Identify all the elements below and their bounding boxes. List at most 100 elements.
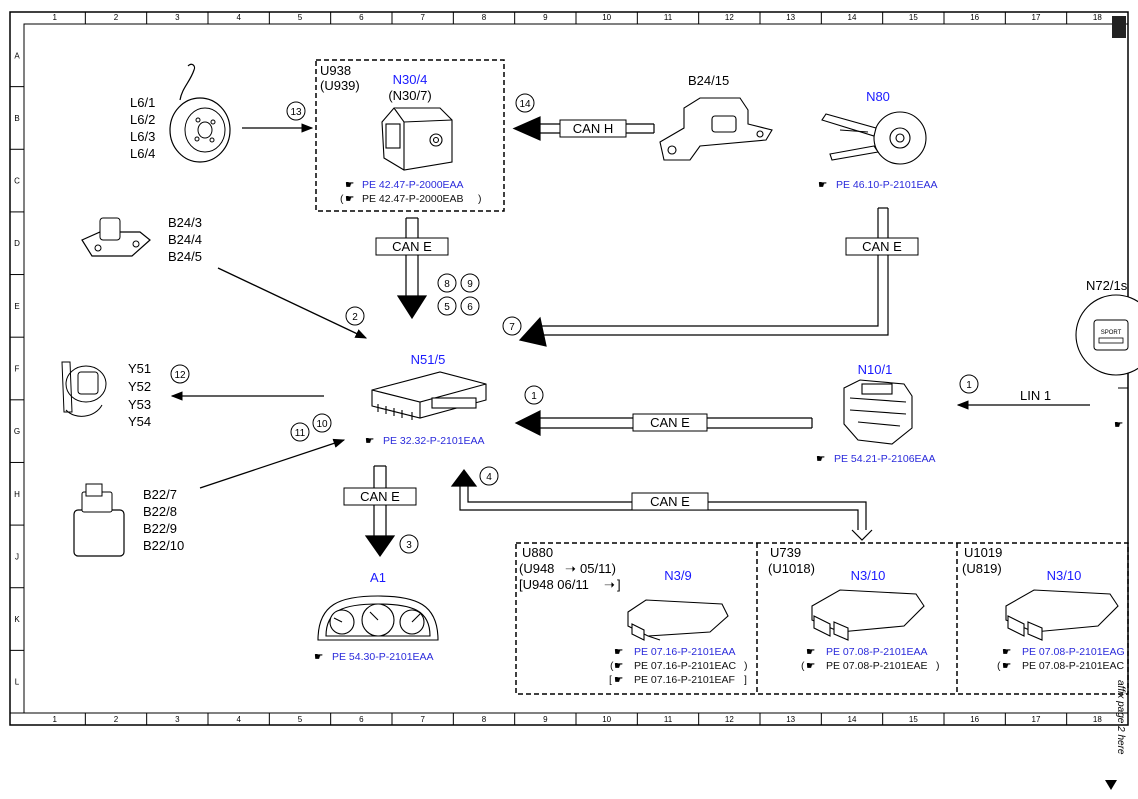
grid-column-label: 3: [175, 13, 180, 22]
manual-ref-icon: ☛: [365, 435, 374, 447]
can-e-label-a1: CAN E: [360, 489, 400, 504]
signal-number-2: 2: [345, 306, 365, 326]
svg-text:➝: ➝: [565, 561, 576, 576]
n3-10b-ref-2-text: PE 07.08-P-2101EAC: [1022, 660, 1125, 672]
svg-text:): ): [936, 660, 940, 672]
variant-box: [315, 59, 505, 212]
signal-number-3: 3: [399, 534, 419, 554]
manual-ref-icon: ☛: [614, 674, 623, 686]
grid-column-label: 14: [848, 13, 857, 22]
grid-column-label: 7: [420, 13, 425, 22]
variant-box: [515, 542, 1129, 695]
n10-1-ref-1-text: PE 54.21-P-2106EAA: [834, 453, 936, 465]
svg-text:(: (: [801, 660, 805, 672]
can-e-label-box: [631, 492, 709, 511]
corner-marker-icon: [1112, 16, 1126, 38]
n3-9-box-code-4: [U948 06/11: [519, 577, 589, 592]
grid-column-label: 17: [1032, 13, 1041, 22]
can-e-label-n30: CAN E: [392, 239, 432, 254]
component-n3-10-a: U739 (U1018) N3/10 ☛ PE 07.08-P-2101EAA …: [768, 545, 940, 672]
grid-column-label: 17: [1032, 715, 1041, 724]
l6-label-4: L6/4: [130, 146, 155, 161]
n30-name: N30/4: [393, 72, 428, 87]
component-n72: N72/1s SPORT ☛: [1075, 278, 1138, 431]
signal-number-8: 8: [437, 273, 457, 293]
signal-number-12: 12: [170, 364, 190, 384]
svg-text:14: 14: [519, 99, 531, 110]
svg-text:➝: ➝: [604, 577, 615, 592]
grid-column-label: 8: [482, 13, 487, 22]
grid-column-label: 8: [482, 715, 487, 724]
can-e-label-n80: CAN E: [862, 239, 902, 254]
n3-9-box-code-1: U880: [522, 545, 553, 560]
grid-column-label: 13: [786, 715, 795, 724]
n3-9-box-code-5: ]: [617, 577, 621, 592]
component-n3-9: U880 (U948 ➝ 05/11) [U948 06/11 ➝ ] N3/9…: [519, 545, 748, 686]
n30-box-code-2: (U939): [320, 78, 360, 93]
component-b24-15: B24/15: [659, 73, 773, 161]
signal-number-1-right: 1: [959, 374, 979, 394]
b22-label-3: B22/9: [143, 521, 177, 536]
engine-ecu-icon: [627, 599, 729, 641]
grid-column-label: 9: [543, 715, 548, 724]
bus-arrowhead: [518, 316, 547, 347]
grid-column-label: 5: [298, 13, 303, 22]
grid-column-label: 6: [359, 13, 364, 22]
component-l6: L6/1 L6/2 L6/3 L6/4: [130, 63, 231, 163]
a1-name: A1: [370, 570, 386, 585]
grid-row-label: A: [14, 51, 20, 60]
can-e-label-engine: CAN E: [650, 494, 690, 509]
sam-module-icon: [843, 379, 913, 445]
can-e-label-box: [845, 237, 919, 256]
ecu-icon: [371, 371, 487, 420]
grid-row-label: E: [14, 302, 19, 311]
sport-button-text: SPORT: [1101, 330, 1122, 336]
signal-number-6: 6: [460, 296, 480, 316]
svg-text:2: 2: [352, 312, 358, 323]
yaw-sensor-icon: [659, 97, 773, 161]
l6-label-2: L6/2: [130, 112, 155, 127]
instrument-cluster-icon: [317, 595, 439, 641]
manual-ref-icon: ☛: [1114, 419, 1123, 431]
n3-10a-name: N3/10: [851, 568, 886, 583]
signal-arrow-11: [199, 438, 346, 489]
manual-ref-icon: ☛: [1002, 646, 1011, 658]
n3-10a-ref-1-text: PE 07.08-P-2101EAA: [826, 646, 928, 658]
svg-text:3: 3: [406, 540, 412, 551]
b24-15-name: B24/15: [688, 73, 729, 88]
svg-text:(: (: [997, 660, 1001, 672]
l6-label-1: L6/1: [130, 95, 155, 110]
can-e-label-box: [375, 237, 449, 256]
bus-arrowhead: [450, 469, 478, 487]
bus-arrowhead: [364, 535, 396, 558]
grid-column-label: 16: [970, 715, 979, 724]
connector-stub-icon: [1118, 387, 1129, 402]
n51-5-name: N51/5: [411, 352, 446, 367]
grid-column-label: 9: [543, 13, 548, 22]
manual-ref-icon: ☛: [818, 179, 827, 191]
grid-row-label: H: [14, 490, 20, 499]
n3-10a-box-code-1: U739: [770, 545, 801, 560]
grid-column-label: 4: [236, 715, 241, 724]
b24-3-label-3: B24/5: [168, 249, 202, 264]
grid-column-label: 7: [420, 715, 425, 724]
steering-column-module-icon: [821, 111, 927, 165]
svg-text:1: 1: [966, 380, 972, 391]
engine-control-group: U880 (U948 ➝ 05/11) [U948 06/11 ➝ ] N3/9…: [515, 542, 1129, 695]
can-e-label-box: [632, 413, 708, 432]
component-b24-3: B24/3 B24/4 B24/5: [81, 215, 202, 264]
svg-text:9: 9: [467, 279, 473, 290]
n3-10a-box-code-2: (U1018): [768, 561, 815, 576]
manual-ref-icon: ☛: [806, 646, 815, 658]
grid-row-label: K: [14, 615, 20, 624]
y51-label-3: Y53: [128, 397, 151, 412]
n80-name: N80: [866, 89, 890, 104]
signal-number-1-left: 1: [524, 385, 544, 405]
n3-10b-box-code-2: (U819): [962, 561, 1002, 576]
grid-column-label: 5: [298, 715, 303, 724]
l6-label-3: L6/3: [130, 129, 155, 144]
manual-ref-icon: ☛: [314, 651, 323, 663]
grid-column-label: 2: [114, 715, 119, 724]
